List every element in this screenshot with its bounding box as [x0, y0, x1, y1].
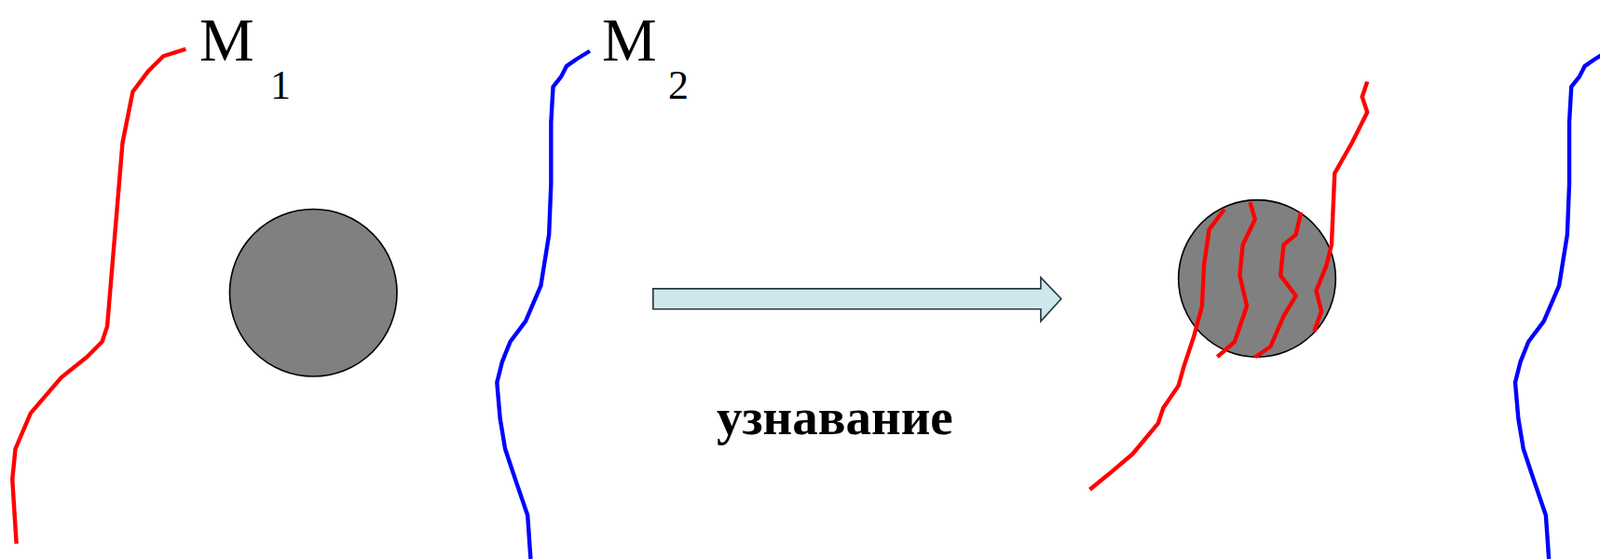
adsorbed-chain	[1089, 208, 1225, 490]
adsorbed-chain	[1255, 212, 1301, 357]
chain-index: 2	[668, 65, 689, 107]
chain-index: 1	[270, 65, 291, 107]
polymer-chain	[1515, 51, 1600, 559]
particle	[229, 208, 397, 377]
polymer-chain	[12, 49, 186, 545]
chain-label: M	[199, 9, 255, 71]
process-label: узнавание	[716, 391, 954, 443]
polymer-chain	[496, 51, 590, 559]
process-arrow	[653, 277, 1062, 322]
adsorbed-chain	[1313, 82, 1368, 332]
chain-label: M	[601, 9, 657, 71]
adsorbed-chain	[1217, 202, 1256, 357]
